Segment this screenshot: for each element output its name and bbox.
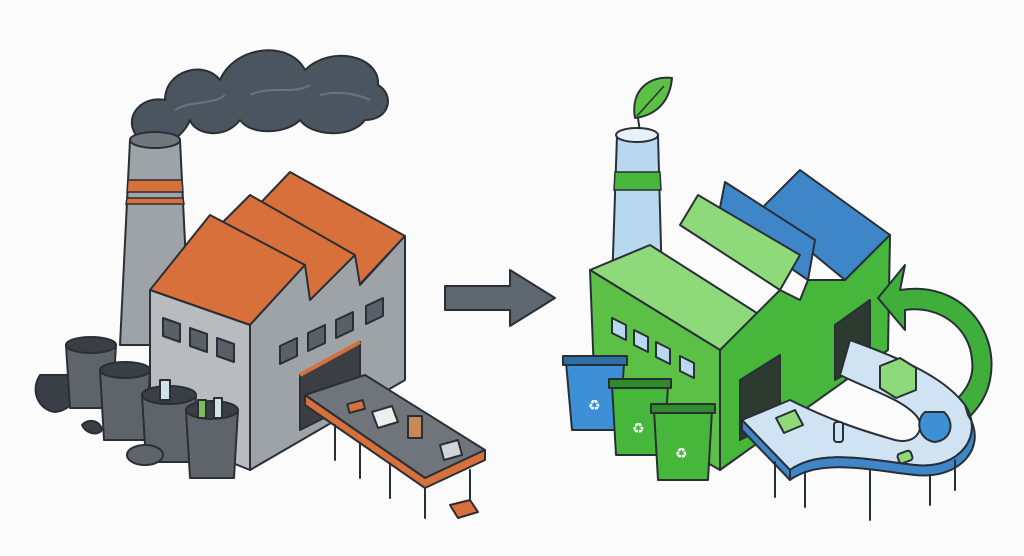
- recycling-conveyor: [741, 339, 976, 521]
- svg-text:♻: ♻: [588, 398, 601, 414]
- polluting-factory: [34, 49, 486, 519]
- green-factory-roof: [589, 169, 891, 351]
- transition-arrow-icon: [444, 269, 556, 327]
- svg-text:♻: ♻: [632, 421, 645, 437]
- green-factory: ♻ ♻ ♻: [562, 76, 993, 521]
- trash-can-icon: [185, 409, 239, 479]
- conveyor-belt: [304, 374, 486, 519]
- factory-windows: [162, 297, 384, 365]
- smoke-cloud-icon: [130, 49, 389, 146]
- green-factory-windows: [611, 317, 695, 379]
- recycle-bin-green-icon: [653, 409, 713, 481]
- svg-text:♻: ♻: [675, 446, 688, 462]
- trash-bins: [34, 336, 239, 479]
- recycle-bins: ♻ ♻ ♻: [562, 355, 716, 481]
